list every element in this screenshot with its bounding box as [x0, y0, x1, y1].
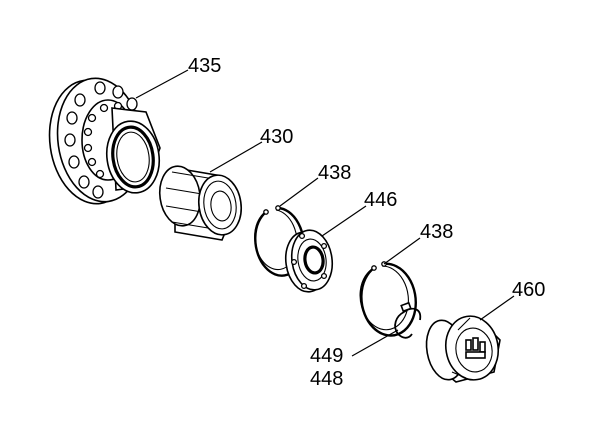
circlip-438-lower	[359, 261, 417, 337]
leader-435	[135, 69, 189, 99]
callout-438-upper: 438	[318, 162, 351, 184]
leader-438-lower	[383, 237, 421, 265]
leader-430	[209, 141, 263, 173]
hub-435	[48, 77, 161, 205]
circlip-438-upper	[254, 205, 305, 277]
leader-438-upper	[279, 177, 319, 207]
callout-labels: 435 430 438 446 438 460 449 448	[188, 55, 545, 390]
hub-inner-studs	[83, 101, 123, 179]
callout-446: 446	[364, 189, 397, 211]
leader-449-448	[351, 329, 399, 357]
callout-449: 449	[310, 345, 343, 367]
callout-435: 435	[188, 55, 221, 77]
hub-cap-emblem	[465, 337, 486, 359]
seal-446	[284, 229, 334, 293]
hub-cap-460	[425, 315, 501, 383]
hub-stud-holes	[64, 81, 138, 199]
callout-460: 460	[512, 279, 545, 301]
callout-438-lower: 438	[420, 221, 453, 243]
leader-446	[321, 205, 367, 237]
leader-lines	[135, 69, 515, 357]
callout-448: 448	[310, 368, 343, 390]
leader-460	[479, 295, 515, 321]
bearing-430	[158, 165, 243, 241]
callout-430: 430	[260, 126, 293, 148]
clip-449-448	[394, 301, 422, 339]
